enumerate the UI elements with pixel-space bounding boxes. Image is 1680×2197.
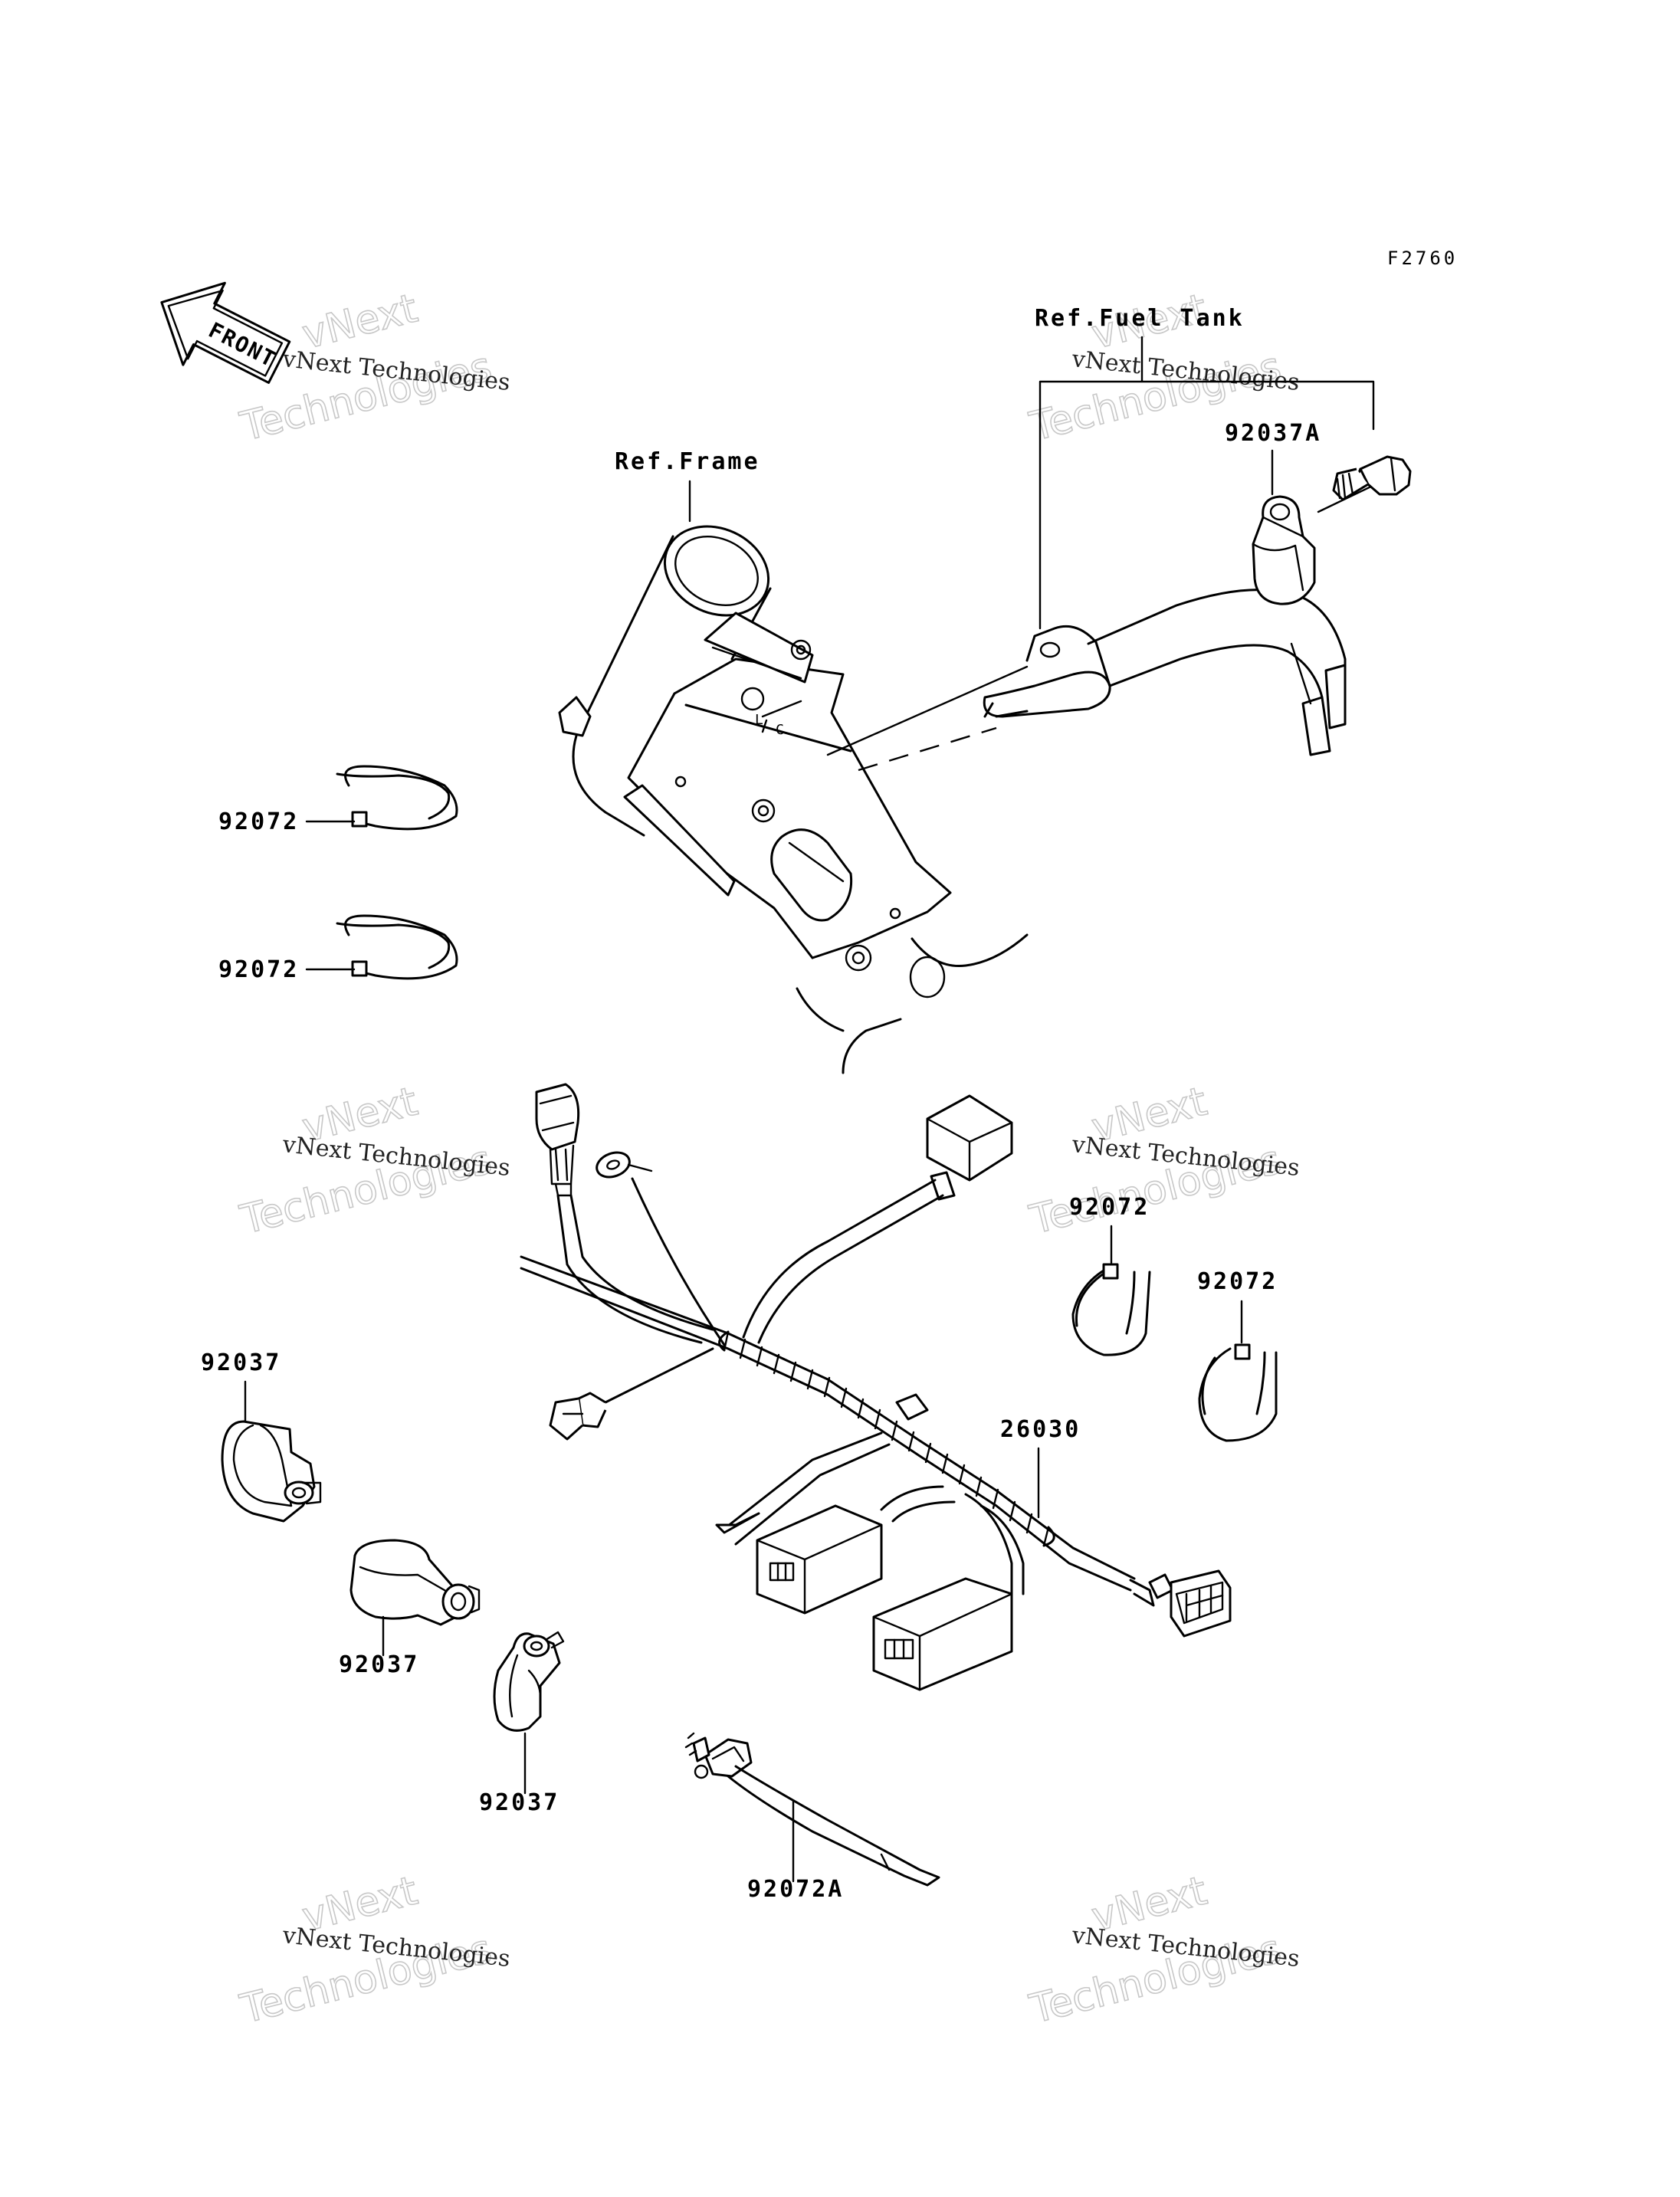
label-92072-top: 92072 xyxy=(218,808,299,835)
front-arrow-icon: FRONT xyxy=(160,281,291,384)
label-92037-low: 92037 xyxy=(479,1789,559,1816)
label-92037-mid: 92037 xyxy=(339,1651,419,1678)
clamp-92037-left xyxy=(221,1420,322,1523)
wiring-harness-26030 xyxy=(520,1083,1232,1691)
watermark-mid-left: vNext Technologies vNext Technologies xyxy=(235,1078,511,1244)
band-92072-top xyxy=(336,765,458,831)
band-92072-right-b xyxy=(1198,1343,1278,1442)
ref-frame-label: Ref.Frame xyxy=(615,448,760,475)
figure-code: F2760 xyxy=(1387,248,1458,269)
band-92072-mid xyxy=(336,914,458,980)
tie-92072A xyxy=(684,1732,940,1887)
watermark-bottom-right: vNext Technologies vNext Technologies xyxy=(1025,1867,1301,2034)
fuel-tank-bracket xyxy=(826,589,1347,756)
clamp-92037-low xyxy=(493,1631,565,1732)
label-92072-right-a: 92072 xyxy=(1069,1194,1150,1221)
bolt-icon xyxy=(1332,455,1412,501)
ref-fuel-tank: Ref.Fuel Tank xyxy=(1035,305,1375,630)
label-92037-left: 92037 xyxy=(201,1349,281,1376)
label-92072A: 92072A xyxy=(747,1876,844,1903)
band-92072-right-a xyxy=(1071,1263,1151,1356)
svg-text:vNext: vNext xyxy=(298,286,422,359)
watermark-bottom-left: vNext Technologies vNext Technologies xyxy=(235,1867,511,2034)
label-92072-mid: 92072 xyxy=(218,956,299,983)
label-26030: 26030 xyxy=(1000,1416,1081,1443)
watermark-mid-right: vNext Technologies vNext Technologies xyxy=(1025,1078,1301,1244)
clamp-92037-mid xyxy=(349,1539,481,1626)
svg-text:L: L xyxy=(755,712,763,728)
clamp-92037A-drawing xyxy=(1252,474,1396,605)
label-92037A: 92037A xyxy=(1225,420,1321,447)
ref-frame: Ref.Frame xyxy=(615,448,760,523)
ref-fuel-tank-label: Ref.Fuel Tank xyxy=(1035,305,1245,332)
svg-text:C: C xyxy=(776,722,784,738)
frame-drawing: L C xyxy=(558,525,1029,1074)
label-92072-right-b: 92072 xyxy=(1197,1268,1278,1295)
